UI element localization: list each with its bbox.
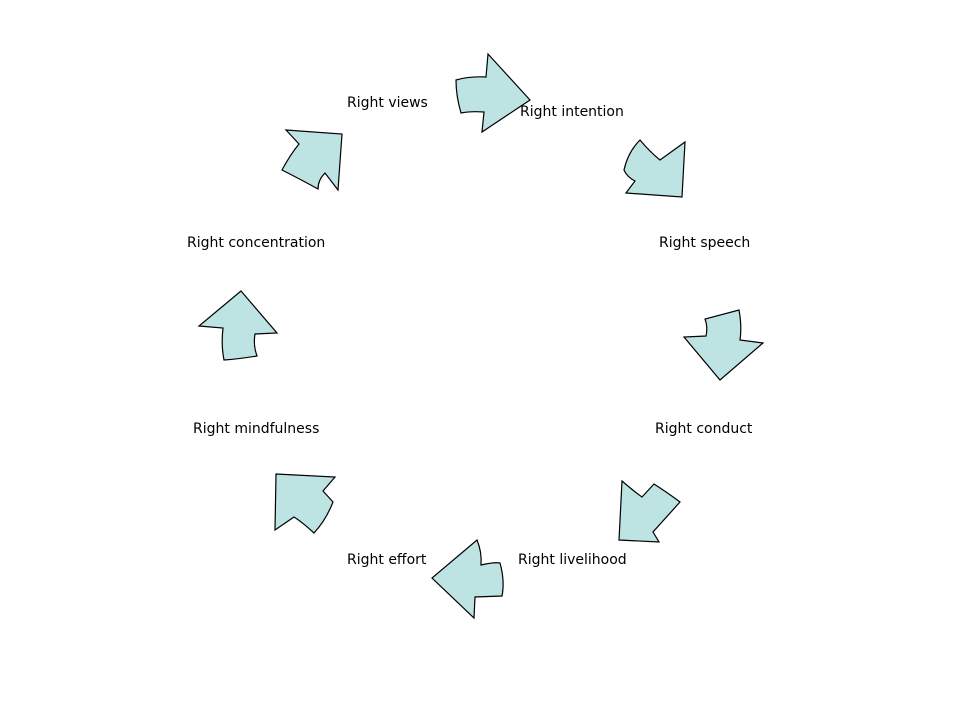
arrow-intention-to-speech bbox=[623, 139, 686, 198]
arrow-mindfulness-to-concentration bbox=[197, 290, 279, 361]
arrow-views-to-intention bbox=[455, 52, 531, 134]
label-right-speech: Right speech bbox=[659, 235, 751, 251]
arrow-effort-to-mindfulness bbox=[274, 473, 337, 534]
arrow-livelihood-to-effort bbox=[431, 539, 504, 620]
arrow-concentration-to-views bbox=[281, 129, 343, 192]
label-right-intention: Right intention bbox=[520, 104, 624, 120]
label-right-conduct: Right conduct bbox=[655, 421, 753, 437]
arrow-conduct-to-livelihood bbox=[618, 479, 681, 543]
label-right-mindfulness: Right mindfulness bbox=[193, 421, 320, 437]
label-right-effort: Right effort bbox=[347, 552, 427, 568]
label-right-views: Right views bbox=[347, 95, 428, 111]
label-right-livelihood: Right livelihood bbox=[518, 552, 627, 568]
label-right-concentration: Right concentration bbox=[187, 235, 326, 251]
arrow-speech-to-conduct bbox=[682, 309, 765, 381]
